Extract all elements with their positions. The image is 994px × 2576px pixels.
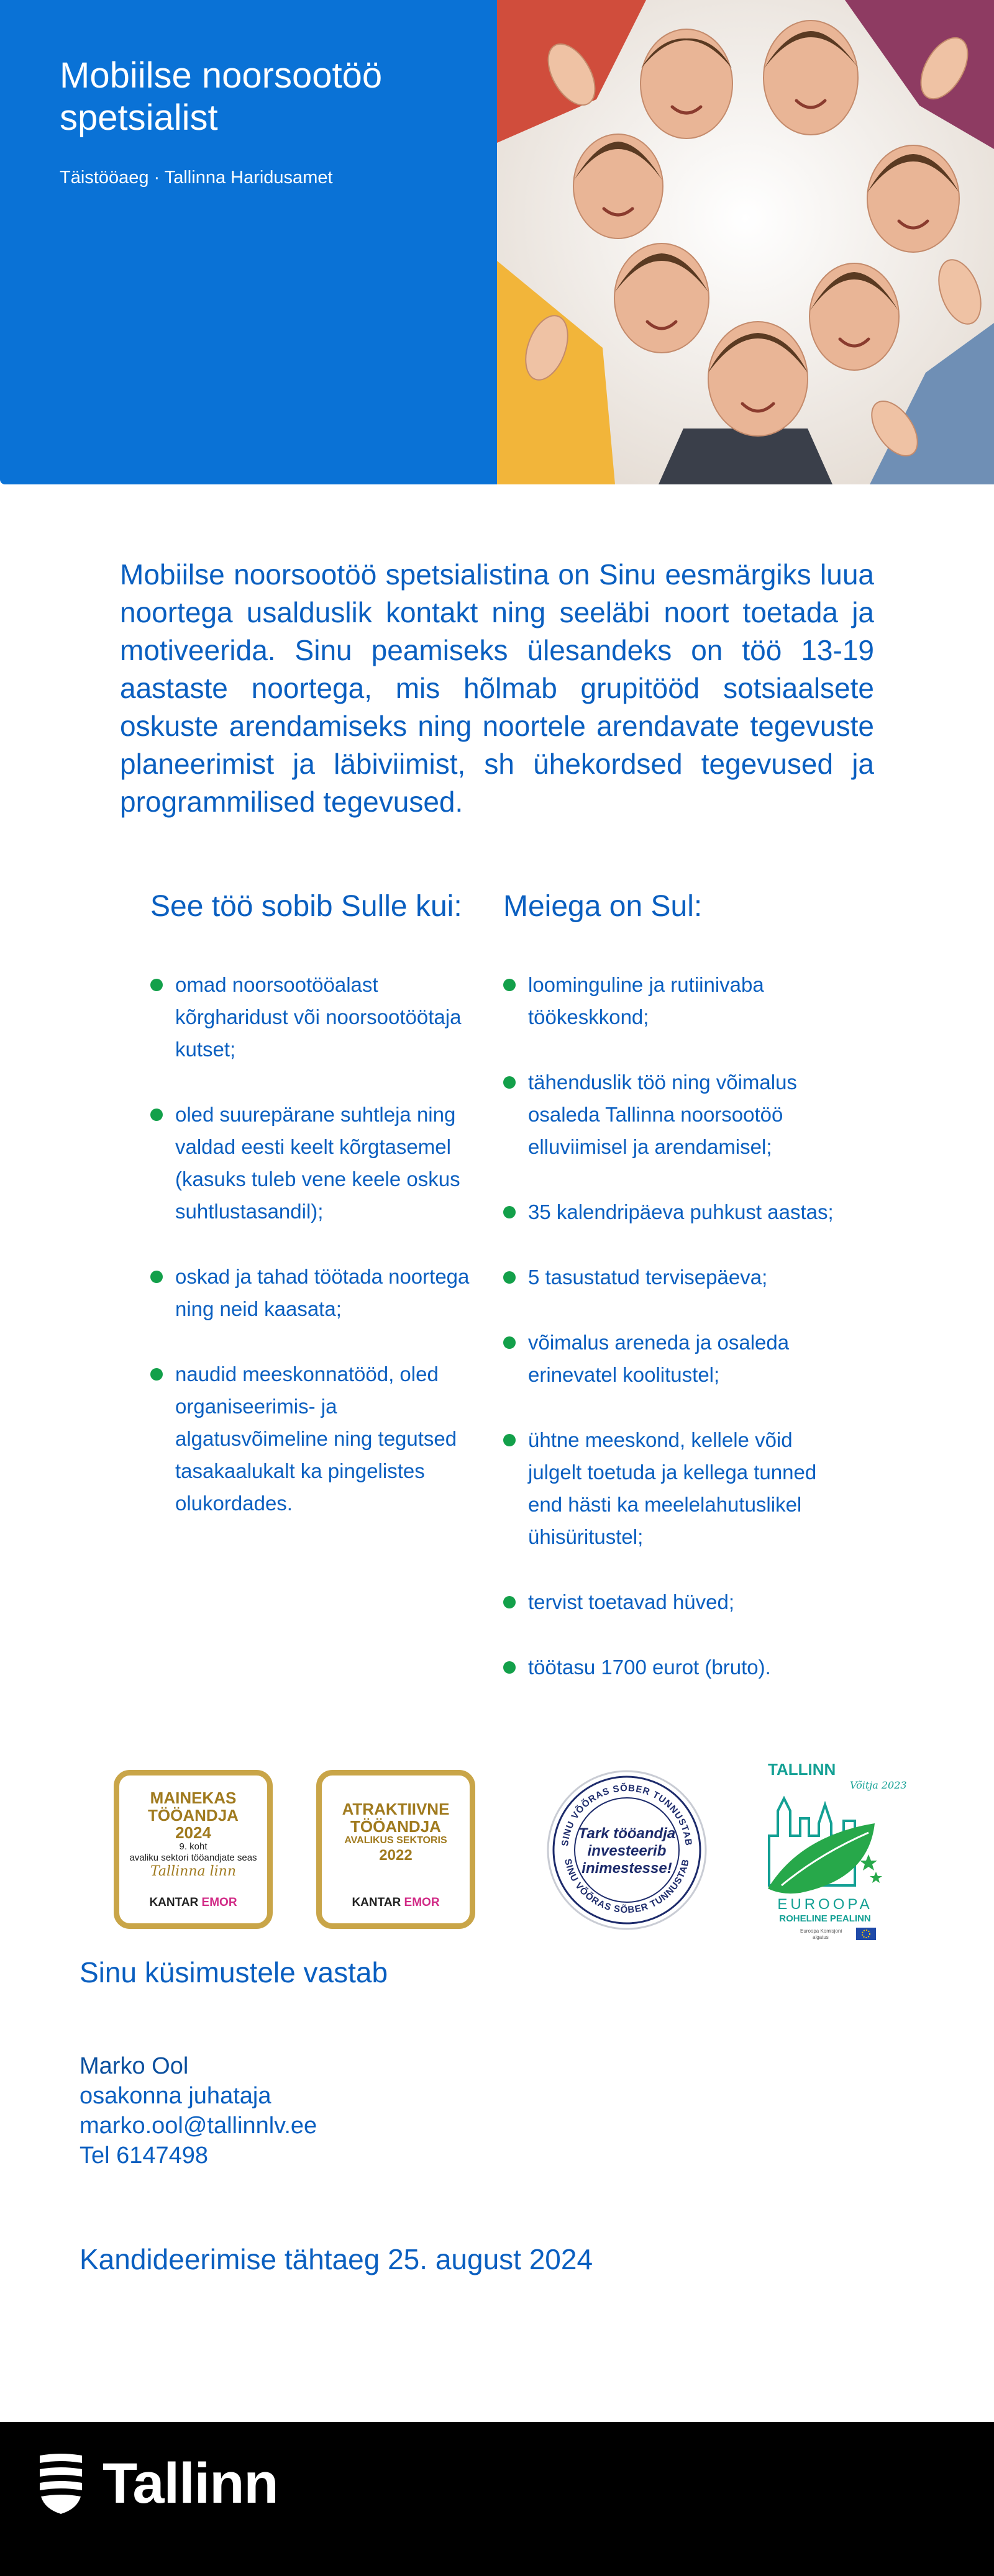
list-item: oskad ja tahad töötada noortega ning nei…: [150, 1261, 486, 1325]
list-item: omad noorsootööalast kõrgharidust või no…: [150, 969, 486, 1066]
list-item: 5 tasustatud tervisepäeva;: [503, 1261, 851, 1294]
bullet-icon: [503, 1206, 516, 1218]
contact-email-link[interactable]: marko.ool@tallinnlv.ee: [80, 2113, 317, 2139]
bullet-icon: [150, 1109, 163, 1121]
tallinn-wordmark: Tallinn: [103, 2452, 279, 2515]
group-of-teenagers-photo: [497, 0, 994, 484]
hero-banner: Mobiilse noorsootöö spetsialist Täistööa…: [0, 0, 994, 484]
svg-text:algatus: algatus: [813, 1934, 829, 1940]
job-subtitle: Täistööaeg · Tallinna Haridusamet: [60, 168, 333, 188]
list-item: naudid meeskonnatööd, oled organiseerimi…: [150, 1358, 486, 1520]
list-item: oled suurepärane suhtleja ning valdad ee…: [150, 1099, 486, 1228]
bullet-icon: [150, 1271, 163, 1283]
contact-phone[interactable]: Tel 6147498: [80, 2143, 209, 2169]
offer-section: Meiega on Sul: loominguline ja rutiiniva…: [503, 888, 851, 1717]
bullet-icon: [503, 1336, 516, 1349]
requirements-list: omad noorsootööalast kõrgharidust või no…: [150, 969, 486, 1520]
sinu-vooras-sober-seal: SINU VÕÕRAS SÕBER TUNNUSTAB SINU VÕÕRAS …: [547, 1770, 707, 1930]
svg-text:Tark tööandja: Tark tööandja: [578, 1825, 675, 1842]
bullet-icon: [503, 1596, 516, 1608]
svg-text:investeerib: investeerib: [588, 1843, 667, 1859]
svg-text:ROHELINE PEALINN: ROHELINE PEALINN: [779, 1913, 871, 1924]
svg-text:inimestesse!: inimestesse!: [581, 1860, 672, 1877]
kantar-emor-logo: KANTAR EMOR: [352, 1896, 440, 1909]
bullet-icon: [503, 979, 516, 991]
list-item: ühtne meeskond, kellele võid julgelt toe…: [503, 1424, 851, 1553]
bullet-icon: [150, 1368, 163, 1381]
bullet-icon: [503, 1434, 516, 1446]
requirements-section: See töö sobib Sulle kui: omad noorsootöö…: [150, 888, 486, 1553]
intro-paragraph: Mobiilse noorsootöö spetsialistina on Si…: [120, 558, 874, 818]
bullet-icon: [150, 979, 163, 991]
badge-atraktiivne-tooandja: ATRAKTIIVNE TÖÖANDJA AVALIKUS SEKTORIS 2…: [316, 1770, 475, 1929]
kantar-emor-logo: KANTAR EMOR: [149, 1896, 237, 1909]
list-item: 35 kalendripäeva puhkust aastas;: [503, 1196, 851, 1228]
svg-text:EUROOPA: EUROOPA: [777, 1896, 872, 1913]
badge-mainekas-tooandja: MAINEKAS TÖÖANDJA 2024 9. koht avaliku s…: [114, 1770, 273, 1929]
bullet-icon: [503, 1271, 516, 1284]
european-green-capital-logo: TALLINN Võitja 2023 EUROOPA ROHELINE PEA…: [768, 1760, 907, 1940]
application-deadline: Kandideerimise tähtaeg 25. august 2024: [80, 2243, 593, 2275]
hero-title-panel: Mobiilse noorsootöö spetsialist Täistööa…: [0, 0, 497, 484]
tallinn-shield-icon: [40, 2454, 82, 2514]
list-item: tähenduslik töö ning võimalus osaleda Ta…: [503, 1066, 851, 1163]
bullet-icon: [503, 1076, 516, 1089]
svg-text:TALLINN: TALLINN: [768, 1760, 836, 1779]
contact-heading: Sinu küsimustele vastab: [80, 1956, 388, 1989]
requirements-heading: See töö sobib Sulle kui:: [150, 890, 462, 923]
footer: Tallinn: [0, 2422, 994, 2576]
list-item: töötasu 1700 eurot (bruto).: [503, 1651, 851, 1684]
contact-position: osakonna juhataja: [80, 2083, 271, 2109]
contact-name: Marko Ool: [80, 2053, 189, 2079]
offer-heading: Meiega on Sul:: [503, 890, 703, 923]
eu-flag-icon: [856, 1928, 876, 1940]
list-item: loominguline ja rutiinivaba töökeskkond;: [503, 969, 851, 1033]
list-item: tervist toetavad hüved;: [503, 1586, 851, 1618]
job-title: Mobiilse noorsootöö spetsialist: [60, 55, 383, 138]
hero-photo: [497, 0, 994, 484]
offer-list: loominguline ja rutiinivaba töökeskkond;…: [503, 969, 851, 1684]
list-item: võimalus areneda ja osaleda erinevatel k…: [503, 1327, 851, 1391]
svg-text:Euroopa Komisjoni: Euroopa Komisjoni: [800, 1928, 842, 1934]
bullet-icon: [503, 1661, 516, 1674]
svg-text:Võitja 2023: Võitja 2023: [850, 1779, 907, 1791]
